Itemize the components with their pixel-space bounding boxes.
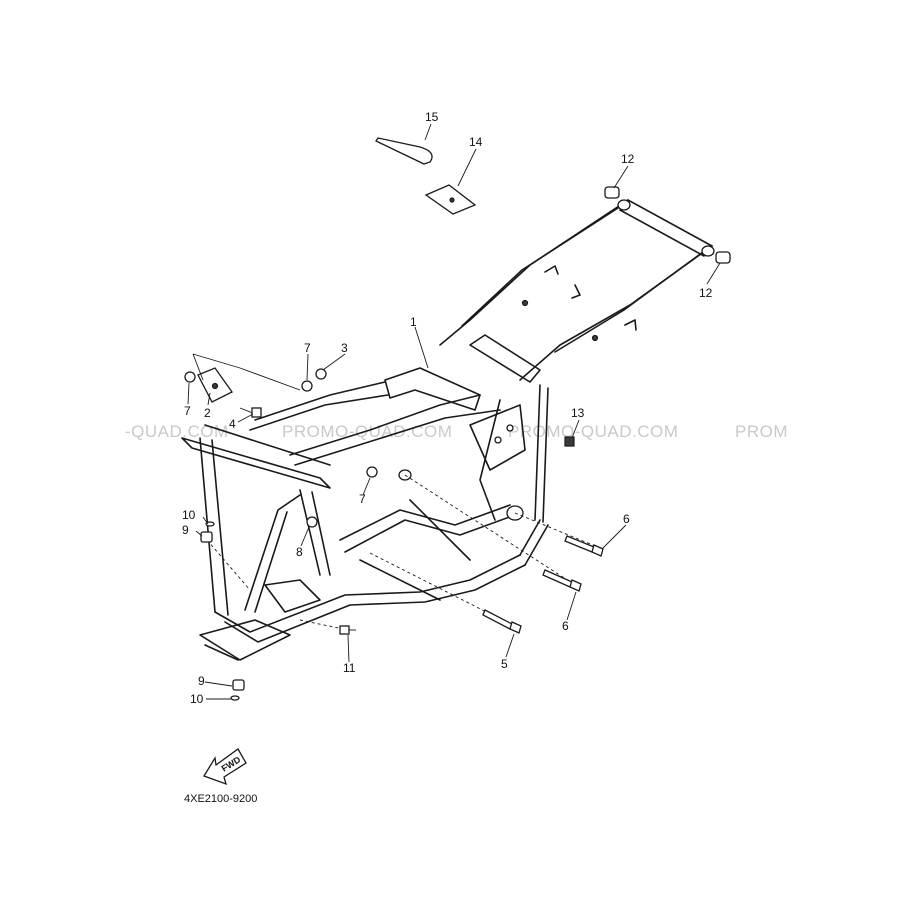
watermark-text-1: -QUAD.COM: [125, 422, 229, 441]
part-12-cap-top: [604, 186, 620, 199]
part-8-nut: [306, 516, 318, 528]
part-10-washer-bottom: [230, 695, 240, 701]
part-13-clip: [564, 436, 575, 447]
forward-arrow-icon: FWD: [203, 748, 247, 786]
callout-11: 11: [343, 661, 356, 675]
part-10-washer-top: [205, 521, 215, 527]
callouts: 15 14 12 12 1 3 7 7 2 4 13 7 6 10 9 8 6 …: [182, 110, 713, 706]
watermark-text-4: PROM: [735, 422, 788, 441]
part-9-rubber-bottom: [232, 679, 245, 691]
callout-12-bottom: 12: [699, 286, 713, 300]
callout-15: 15: [425, 110, 439, 124]
watermark-text-3: PROMO-QUAD.COM: [508, 422, 678, 441]
callout-9-bottom: 9: [198, 674, 205, 688]
callout-13: 13: [571, 406, 585, 420]
leader-lines: [187, 123, 721, 700]
part-15-seat-pad: [375, 137, 433, 165]
callout-10-top: 10: [182, 508, 196, 522]
callout-14: 14: [469, 135, 483, 149]
callout-7-mid: 7: [359, 492, 366, 506]
callout-4: 4: [229, 417, 236, 431]
part-7-nut-c: [366, 466, 378, 478]
part-code: 4XE2100-9200: [184, 793, 257, 805]
callout-8: 8: [296, 545, 303, 559]
callout-5: 5: [501, 657, 508, 671]
part-6-bolt-lower: [542, 569, 582, 592]
callout-10-bottom: 10: [190, 692, 204, 706]
callout-6-upper: 6: [623, 512, 630, 526]
parts: [184, 137, 731, 701]
part-5-bolt: [482, 609, 522, 634]
alignment-lines: [206, 474, 601, 631]
part-7-nut-b: [301, 380, 313, 392]
part-9-rubber-top: [200, 531, 213, 543]
part-12-cap-bottom: [715, 251, 731, 264]
callout-3: 3: [341, 341, 348, 355]
part-7-nut-a: [184, 371, 196, 383]
part-6-bolt-upper: [564, 535, 604, 557]
part-4-bolt: [239, 407, 262, 418]
callout-9-top: 9: [182, 523, 189, 537]
callout-1: 1: [410, 315, 417, 329]
main-frame: [181, 199, 715, 661]
callout-6-lower: 6: [562, 619, 569, 633]
callout-7-upper: 7: [304, 341, 311, 355]
bracket-guides: [192, 353, 301, 391]
watermark: -QUAD.COM PROMO-QUAD.COM PROMO-QUAD.COM …: [125, 422, 788, 441]
part-3-bolt: [315, 368, 327, 380]
part-11-bolt: [339, 625, 356, 635]
callout-7-left: 7: [184, 404, 191, 418]
callout-12-top: 12: [621, 152, 635, 166]
callout-2: 2: [204, 406, 211, 420]
